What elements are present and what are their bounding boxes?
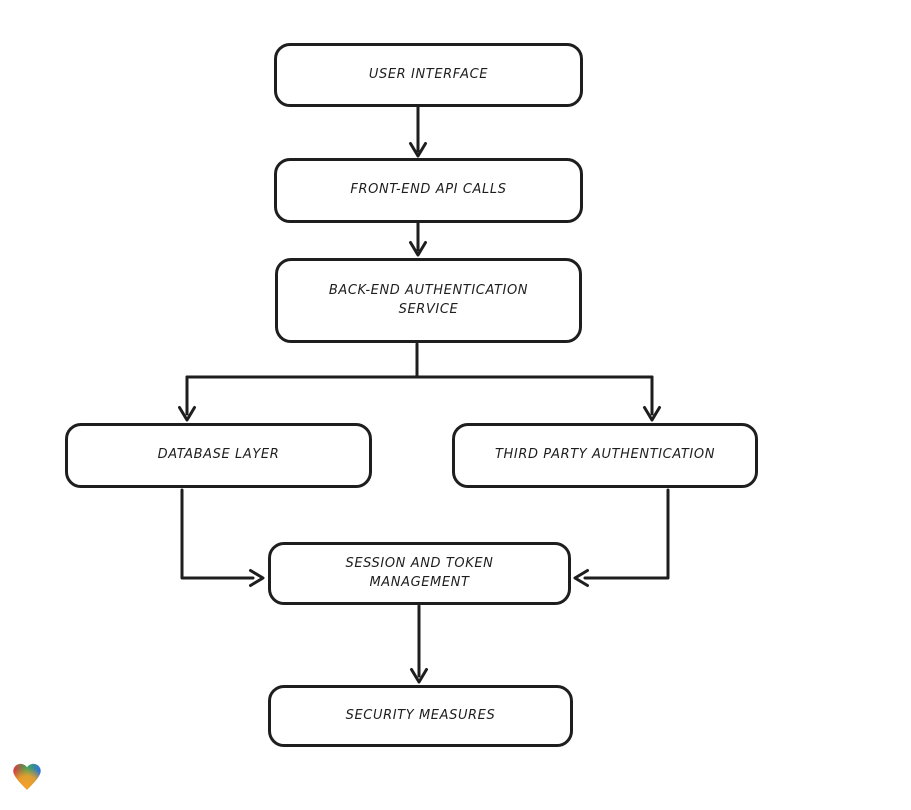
node-security-measures[interactable]: SECURITY MEASURES <box>268 685 573 747</box>
node-security-measures-label: SECURITY MEASURES <box>345 707 496 723</box>
edge-front-end-api-calls-to-back-end-authentication-service <box>409 221 427 257</box>
node-database-layer[interactable]: DATABASE LAYER <box>65 423 372 488</box>
edge-database-layer-to-session-and-token-management <box>180 488 265 587</box>
edge-session-and-token-management-to-security-measures <box>410 604 428 684</box>
gradient-heart-logo[interactable] <box>9 759 45 795</box>
edge-third-party-authentication-to-session-and-token-management <box>573 488 670 587</box>
node-back-end-authentication-service-label: BACK-END AUTHENTICATION SERVICE <box>328 282 529 317</box>
node-front-end-api-calls[interactable]: FRONT-END API CALLS <box>274 158 583 223</box>
node-user-interface[interactable]: USER INTERFACE <box>274 43 583 107</box>
edge-user-interface-to-front-end-api-calls <box>409 105 427 158</box>
node-back-end-authentication-service[interactable]: BACK-END AUTHENTICATION SERVICE <box>275 258 582 343</box>
node-session-and-token-management-label: SESSION AND TOKEN MANAGEMENT <box>345 555 494 590</box>
node-third-party-authentication[interactable]: THIRD PARTY AUTHENTICATION <box>452 423 758 488</box>
node-third-party-authentication-label: THIRD PARTY AUTHENTICATION <box>494 447 716 463</box>
node-session-and-token-management[interactable]: SESSION AND TOKEN MANAGEMENT <box>268 542 571 605</box>
node-front-end-api-calls-label: FRONT-END API CALLS <box>350 182 507 198</box>
node-user-interface-label: USER INTERFACE <box>368 66 489 82</box>
edge-back-end-authentication-service-branch <box>178 342 661 422</box>
node-database-layer-label: DATABASE LAYER <box>157 447 280 463</box>
